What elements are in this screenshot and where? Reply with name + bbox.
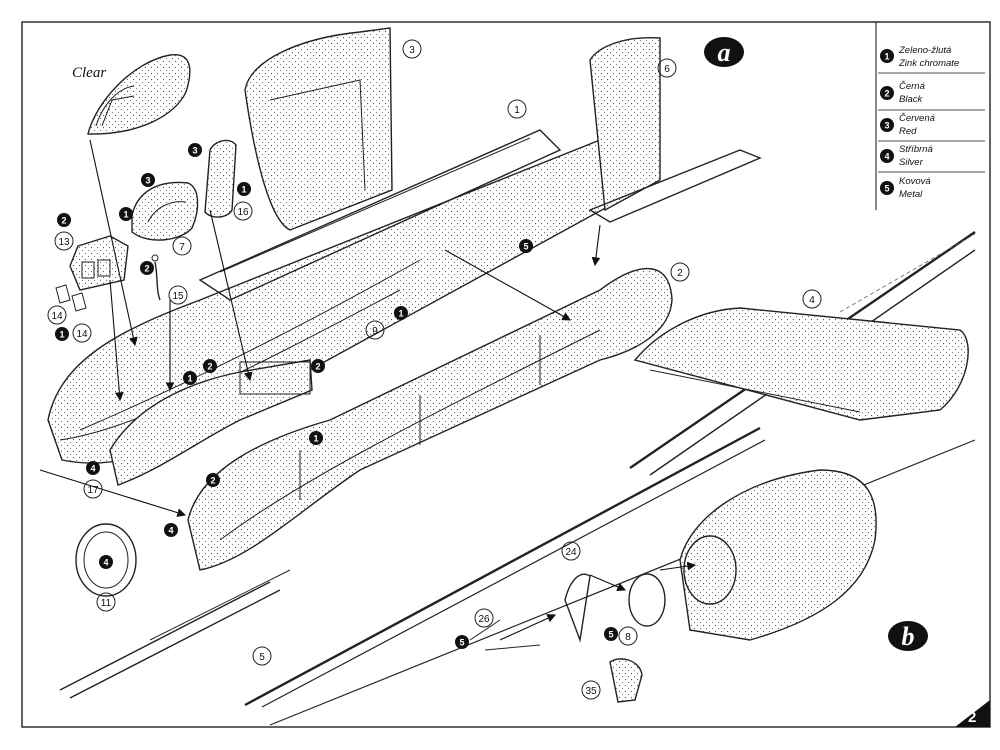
- intake-ring-part: [75, 523, 137, 597]
- vertical-fin-part: [244, 27, 393, 231]
- section-badge-b: b: [888, 621, 928, 651]
- svg-text:1: 1: [398, 309, 403, 319]
- assembly-arrows: [39, 139, 697, 641]
- svg-text:a: a: [718, 38, 731, 67]
- svg-text:11: 11: [101, 598, 112, 609]
- section-badge-a: a: [704, 37, 744, 67]
- svg-text:1: 1: [514, 105, 520, 116]
- svg-text:26: 26: [478, 614, 490, 625]
- fuselage-right-half: [187, 267, 673, 571]
- seat-part: [131, 181, 199, 241]
- svg-text:9: 9: [372, 326, 378, 337]
- svg-text:3: 3: [145, 176, 150, 186]
- bulkhead-part: [204, 139, 237, 218]
- svg-text:Černá: Černá: [899, 81, 925, 92]
- svg-text:3: 3: [884, 121, 889, 131]
- svg-text:15: 15: [172, 291, 184, 302]
- pitot-probe-part: [59, 569, 291, 699]
- svg-text:5: 5: [608, 630, 613, 640]
- svg-text:2: 2: [210, 476, 215, 486]
- svg-text:14: 14: [76, 329, 88, 340]
- svg-text:Clear: Clear: [72, 65, 106, 81]
- svg-text:2: 2: [677, 268, 683, 279]
- svg-text:Stříbrná: Stříbrná: [899, 144, 933, 155]
- svg-text:6: 6: [664, 64, 670, 75]
- cockpit-tub: [109, 359, 313, 486]
- svg-text:Silver: Silver: [899, 157, 924, 168]
- svg-text:Red: Red: [899, 126, 917, 137]
- canopy-clear: Clear: [72, 54, 191, 135]
- svg-text:5: 5: [523, 242, 528, 252]
- svg-text:Zeleno-žlutá: Zeleno-žlutá: [898, 45, 951, 56]
- svg-text:Zink chromate: Zink chromate: [898, 58, 959, 69]
- legend-item-4: 4 Stříbrná Silver: [878, 144, 985, 173]
- svg-text:1: 1: [241, 185, 246, 195]
- svg-text:13: 13: [58, 237, 70, 248]
- svg-text:3: 3: [192, 146, 197, 156]
- engine-exhaust-section: [469, 469, 877, 703]
- svg-text:Červená: Červená: [899, 113, 935, 124]
- part-numbers: 3 6 1 2 4 7 16 13 14 14 15 9 17 11 5 24 …: [47, 39, 822, 700]
- svg-text:1: 1: [313, 434, 318, 444]
- svg-text:4: 4: [90, 464, 95, 474]
- svg-text:16: 16: [237, 207, 249, 218]
- page-number: 2: [955, 700, 990, 727]
- svg-text:2: 2: [61, 216, 66, 226]
- legend-item-2: 2 Černá Black: [878, 81, 985, 111]
- svg-text:5: 5: [884, 184, 889, 194]
- legend-item-1: 1 Zeleno-žlutá Zink chromate: [878, 45, 985, 74]
- page-frame: [21, 21, 991, 728]
- svg-text:5: 5: [259, 652, 265, 663]
- legend-item-3: 3 Červená Red: [878, 113, 985, 142]
- svg-text:Black: Black: [899, 94, 923, 105]
- svg-text:4: 4: [168, 526, 173, 536]
- svg-text:1: 1: [187, 374, 192, 384]
- svg-text:Metal: Metal: [899, 189, 923, 200]
- svg-text:35: 35: [585, 686, 597, 697]
- svg-text:2: 2: [207, 362, 212, 372]
- svg-text:7: 7: [179, 242, 185, 253]
- svg-text:24: 24: [565, 547, 577, 558]
- svg-text:2: 2: [884, 89, 889, 99]
- svg-text:1: 1: [884, 52, 889, 62]
- svg-text:2: 2: [968, 709, 976, 726]
- legend-item-5: 5 Kovová Metal: [880, 176, 931, 200]
- svg-text:3: 3: [409, 45, 415, 56]
- svg-text:5: 5: [459, 638, 464, 648]
- svg-text:1: 1: [123, 210, 128, 220]
- svg-text:2: 2: [144, 264, 149, 274]
- svg-text:17: 17: [87, 485, 99, 496]
- svg-text:b: b: [902, 622, 915, 651]
- svg-text:4: 4: [884, 152, 889, 162]
- color-callouts: 3 1 3 1 2 1 2 1 1 2 2 2 1 5 4 4 4 5 5: [55, 143, 618, 649]
- svg-text:2: 2: [315, 362, 320, 372]
- wing-part: [633, 307, 969, 421]
- svg-text:4: 4: [809, 295, 815, 306]
- svg-text:8: 8: [625, 632, 631, 643]
- svg-text:1: 1: [59, 330, 64, 340]
- control-stick-part: [151, 254, 161, 301]
- color-legend: 1 Zeleno-žlutá Zink chromate 2 Černá Bla…: [875, 22, 985, 210]
- rudder-part: [588, 37, 762, 223]
- spine-panel-part: [198, 129, 562, 301]
- svg-text:14: 14: [51, 311, 63, 322]
- svg-text:4: 4: [103, 558, 108, 568]
- svg-text:Kovová: Kovová: [899, 176, 931, 187]
